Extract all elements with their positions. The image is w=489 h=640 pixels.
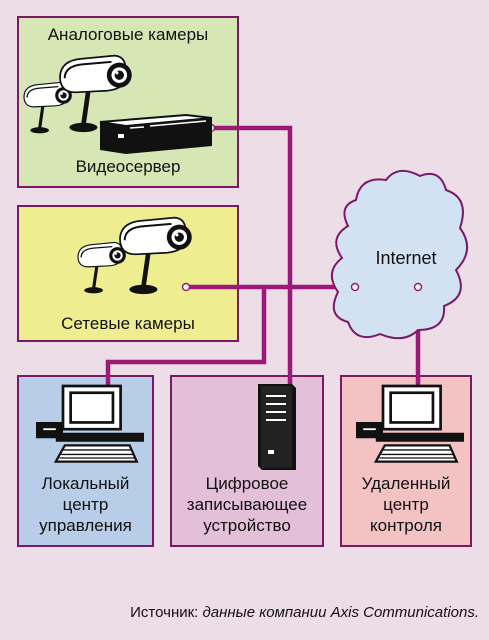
remote-label-line2: центр <box>383 495 429 514</box>
video-server-label: Видеосервер <box>75 157 181 176</box>
source-note: Источник: данные компании Axis Communica… <box>0 604 479 621</box>
network-cameras-label: Сетевые камеры <box>61 314 195 333</box>
wire-videoserver-recorder <box>211 125 293 395</box>
source-prefix: Источник: <box>130 604 199 621</box>
camera-icon <box>120 218 192 294</box>
wire-local <box>105 287 267 395</box>
local-label-line3: управления <box>39 516 132 535</box>
recorder-label-line1: Цифровое <box>205 474 289 493</box>
computer-icon <box>354 384 466 463</box>
local-label-line2: центр <box>62 495 109 514</box>
analog-cameras-title: Аналоговые камеры <box>47 25 209 44</box>
local-label-line1: Локальный <box>41 474 130 493</box>
recorder-box: Цифровое записывающее устройство <box>170 375 324 547</box>
camera-icon <box>76 240 128 295</box>
video-server-icon <box>99 113 213 154</box>
internet-label: Internet <box>375 248 436 268</box>
cloud-icon <box>331 169 468 340</box>
tower-computer-icon <box>258 384 296 470</box>
recorder-label-line3: устройство <box>203 516 291 535</box>
remote-label-line3: контроля <box>370 516 442 535</box>
computer-icon <box>34 384 146 463</box>
remote-label-line1: Удаленный <box>361 474 451 493</box>
source-text: данные компании Axis Communications. <box>202 604 479 621</box>
recorder-label-line2: записывающее <box>186 495 308 514</box>
